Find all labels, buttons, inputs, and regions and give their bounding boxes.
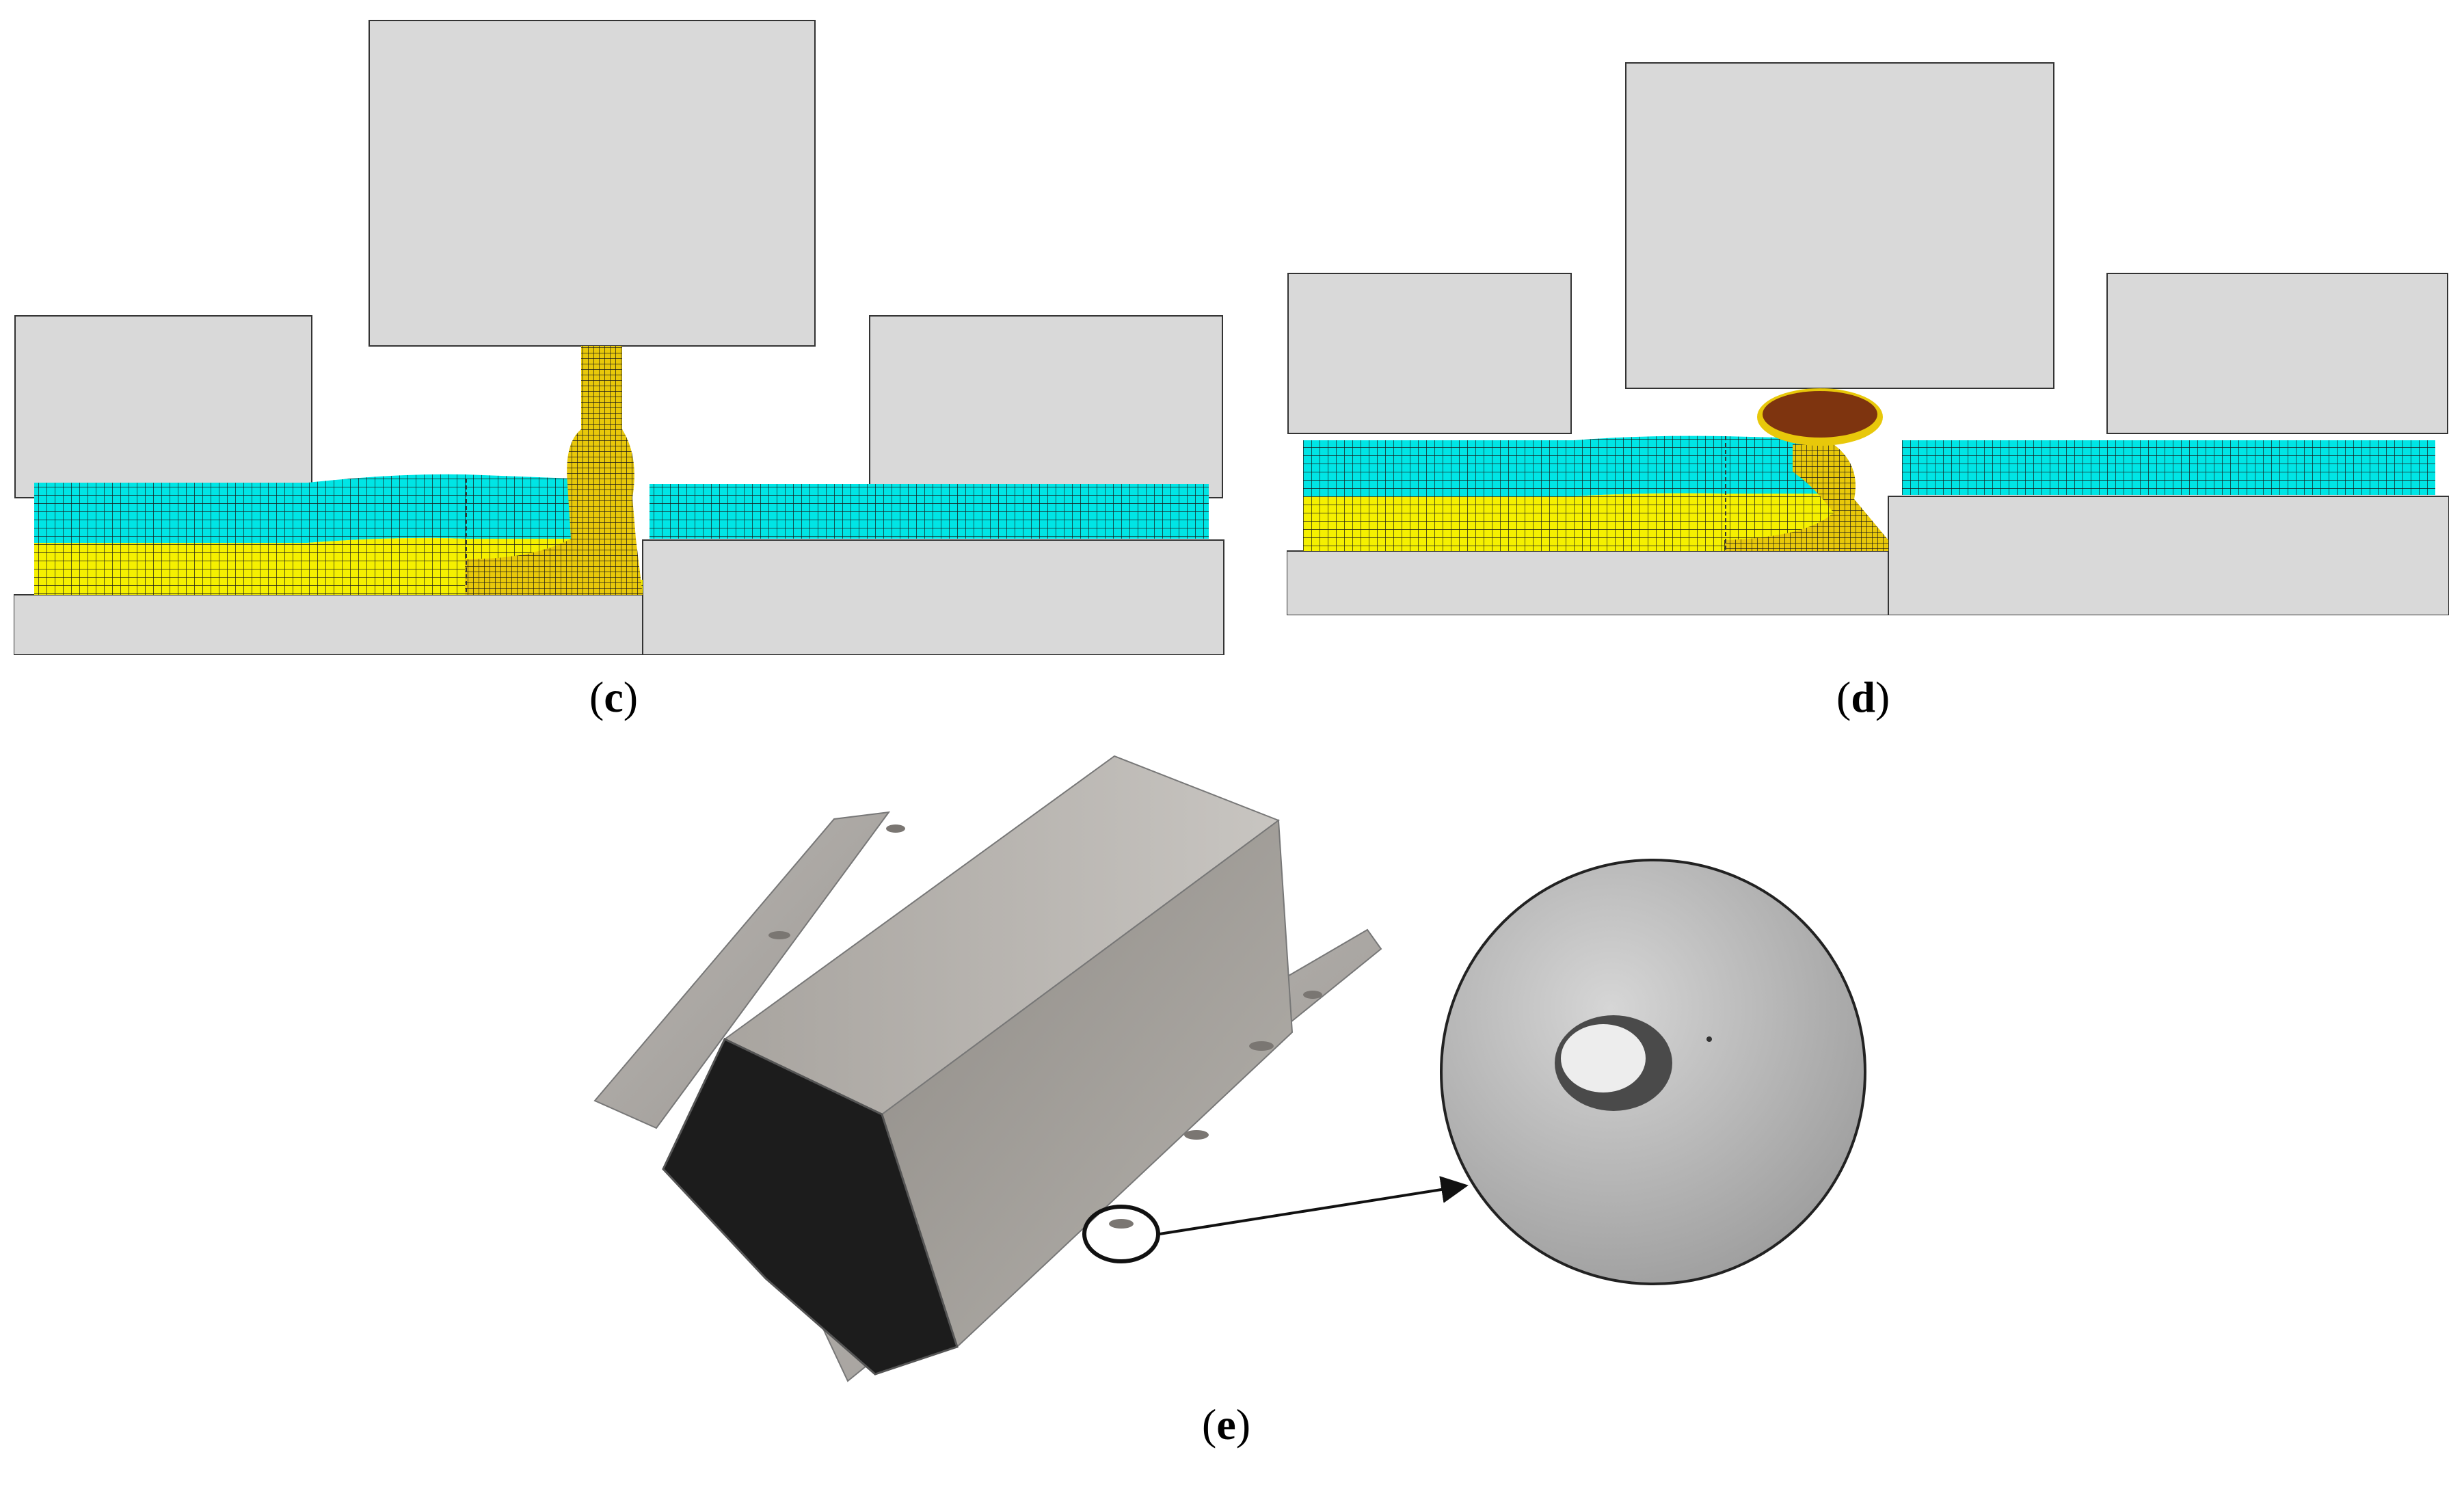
die-right-step (1888, 496, 2449, 615)
blank-holder-left (1287, 273, 1572, 434)
punch (1625, 62, 2054, 389)
fe-mesh-diagram-d (1287, 62, 2449, 615)
back-flange (593, 811, 891, 1129)
punch (369, 20, 816, 347)
joint-marks (768, 824, 1322, 1229)
die-right-step (642, 539, 1224, 655)
photo-panel-e (574, 745, 2037, 1395)
caption-c: (c) (589, 673, 639, 721)
fe-mesh-diagram-c (14, 20, 1224, 655)
caption-e: (e) (1202, 1400, 1251, 1449)
blank-holder-right (869, 315, 1223, 498)
blank-holder-left (14, 315, 312, 498)
blank-holder-right (2106, 273, 2448, 434)
fe-simulation-panel-d (1287, 62, 2449, 615)
tube-opening (662, 1037, 959, 1376)
highlight-circle (1082, 1205, 1160, 1263)
zoom-arrow (1159, 1176, 1469, 1235)
caption-d: (d) (1836, 673, 1890, 721)
fe-simulation-panel-c (14, 19, 1231, 655)
hexagonal-tube-photo (593, 755, 1866, 1382)
